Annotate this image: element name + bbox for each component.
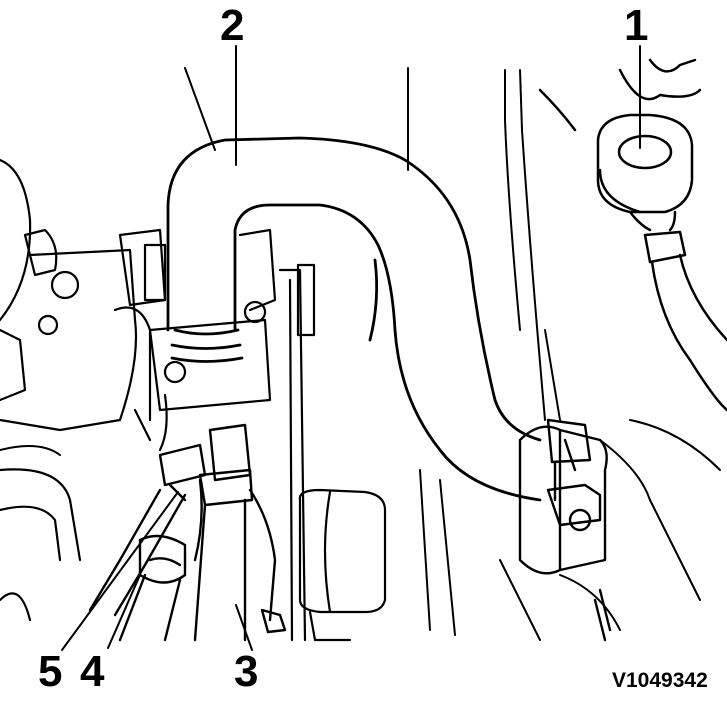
thermostat-housing [118, 228, 277, 452]
engine-block-left [0, 158, 152, 622]
upper-coolant-hose [166, 136, 542, 502]
leader-line-5 [61, 491, 179, 651]
callout-3: 3 [234, 647, 259, 696]
engine-background-lines [0, 67, 721, 641]
leader-line-4 [107, 574, 141, 649]
callout-2: 2 [220, 1, 245, 50]
leader-lines [61, 45, 641, 651]
figure-reference-code: V1049342 [612, 669, 708, 692]
leader-line-3 [235, 604, 253, 651]
expansion-tank-cap [538, 58, 727, 412]
drive-belt [278, 263, 387, 642]
hose-3 [193, 423, 287, 642]
hose-clamp [518, 418, 612, 642]
hose-4 [118, 534, 187, 642]
callout-4: 4 [80, 647, 105, 696]
callout-1: 1 [624, 1, 649, 50]
callout-5: 5 [38, 647, 63, 696]
